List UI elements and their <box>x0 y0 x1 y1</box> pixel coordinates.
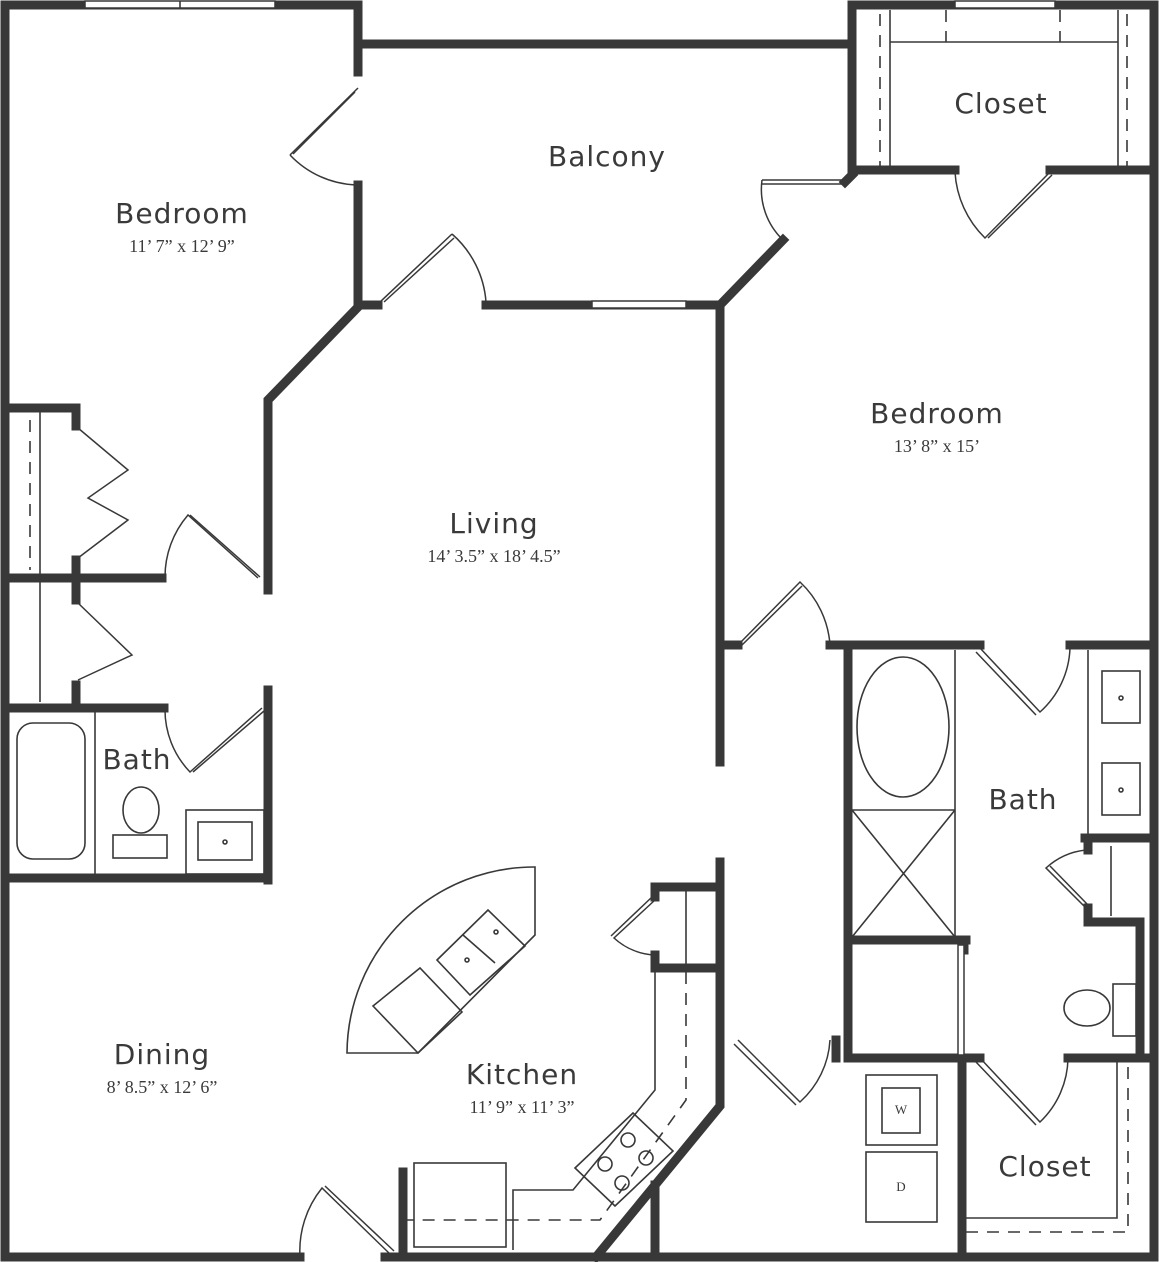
room-name: Balcony <box>548 140 666 173</box>
room-bedroom-1: Bedroom 11’ 7” x 12’ 9” <box>115 197 249 257</box>
room-dimensions: 13’ 8” x 15’ <box>893 436 981 456</box>
room-bedroom-2: Bedroom 13’ 8” x 15’ <box>870 397 1004 457</box>
room-dimensions: 11’ 7” x 12’ 9” <box>129 236 235 256</box>
room-name: Bath <box>102 743 172 776</box>
room-balcony: Balcony <box>548 140 666 173</box>
washer-label: W <box>894 1102 908 1117</box>
room-dimensions: 11’ 9” x 11’ 3” <box>469 1097 575 1117</box>
room-bath-2: Bath <box>988 783 1057 816</box>
bath2-fixtures <box>851 650 1141 1037</box>
room-name: Bath <box>988 783 1058 816</box>
room-name: Kitchen <box>465 1058 579 1091</box>
room-closet-bottom: Closet <box>998 1150 1091 1183</box>
room-closet-top: Closet <box>954 87 1047 120</box>
room-name: Living <box>449 507 539 540</box>
room-bath-1: Bath <box>102 743 171 776</box>
room-dining: Dining 8’ 8.5” x 12’ 6” <box>107 1038 218 1098</box>
room-name: Closet <box>998 1150 1092 1183</box>
closet-shelves <box>29 10 1129 1233</box>
kitchen-fixtures <box>346 866 687 1250</box>
room-name: Dining <box>113 1038 211 1071</box>
bath1-fixtures <box>16 712 265 875</box>
windows <box>84 0 1056 1056</box>
room-dimensions: 8’ 8.5” x 12’ 6” <box>106 1077 218 1097</box>
room-kitchen: Kitchen 11’ 9” x 11’ 3” <box>466 1058 578 1118</box>
washer-dryer <box>865 1074 938 1223</box>
dryer-label: D <box>896 1179 906 1194</box>
doors <box>77 87 1089 1258</box>
room-living: Living 14’ 3.5” x 18’ 4.5” <box>427 507 560 567</box>
room-name: Bedroom <box>870 397 1004 430</box>
room-name: Closet <box>954 87 1048 120</box>
room-dimensions: 14’ 3.5” x 18’ 4.5” <box>427 546 561 566</box>
room-name: Bedroom <box>115 197 249 230</box>
